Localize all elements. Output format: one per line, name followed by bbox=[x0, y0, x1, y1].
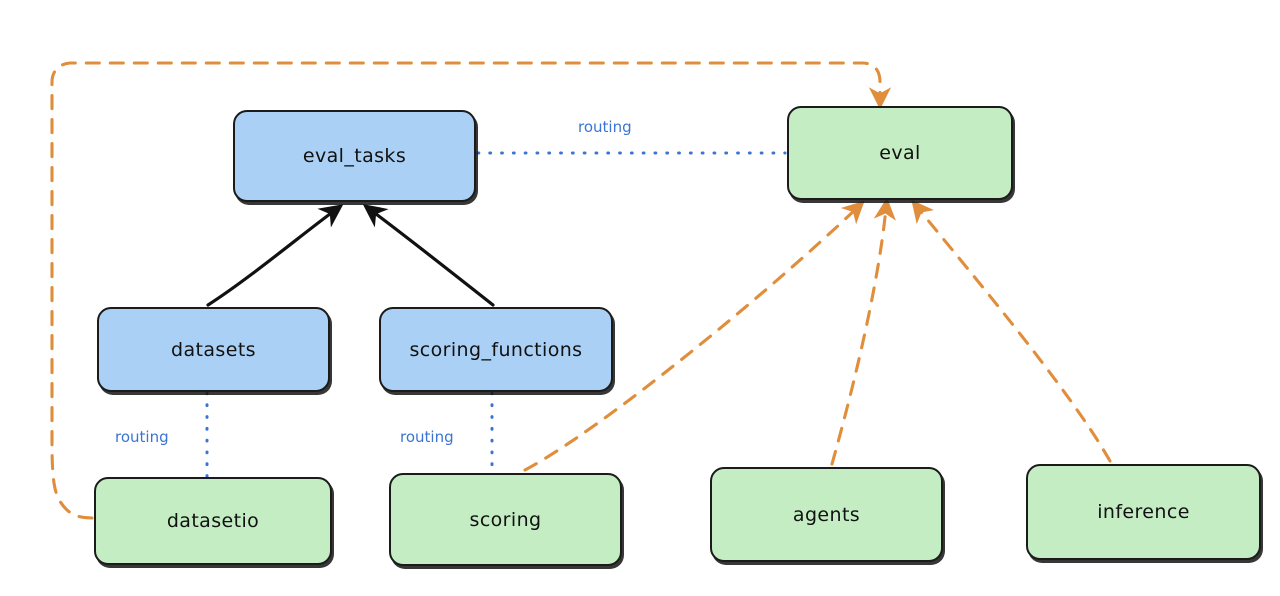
node-label-scoring-functions: scoring_functions bbox=[409, 338, 583, 361]
node-label-scoring: scoring bbox=[469, 508, 542, 531]
node-datasetio[interactable]: datasetio bbox=[94, 477, 332, 565]
node-label-agents: agents bbox=[792, 503, 861, 526]
node-datasets[interactable]: datasets bbox=[97, 307, 330, 392]
edge-scoring-functions-to-eval-tasks bbox=[362, 204, 495, 307]
edge-datasetio-to-eval bbox=[50, 61, 892, 520]
edge-datasets-to-eval-tasks bbox=[206, 204, 344, 307]
edge-inference-to-eval bbox=[911, 199, 1112, 463]
node-inference[interactable]: inference bbox=[1026, 464, 1261, 560]
node-agents[interactable]: agents bbox=[710, 467, 943, 562]
edge-label-routing-eval-tasks-eval: routing bbox=[578, 118, 632, 136]
edge-label-routing-datasets-datasetio: routing bbox=[115, 428, 169, 446]
node-label-datasets: datasets bbox=[171, 338, 256, 361]
node-label-inference: inference bbox=[1097, 501, 1190, 523]
node-scoring-functions[interactable]: scoring_functions bbox=[379, 307, 613, 392]
node-label-eval-tasks: eval_tasks bbox=[302, 145, 407, 167]
node-scoring[interactable]: scoring bbox=[389, 473, 622, 566]
node-label-datasetio: datasetio bbox=[166, 510, 260, 532]
node-label-eval: eval bbox=[879, 142, 921, 164]
edge-agents-to-eval bbox=[830, 197, 896, 466]
edge-scoring-to-eval bbox=[523, 200, 865, 472]
node-eval[interactable]: eval bbox=[787, 106, 1013, 200]
edge-label-routing-scoring-functions-scoring: routing bbox=[400, 428, 454, 446]
node-eval-tasks[interactable]: eval_tasks bbox=[233, 110, 476, 202]
